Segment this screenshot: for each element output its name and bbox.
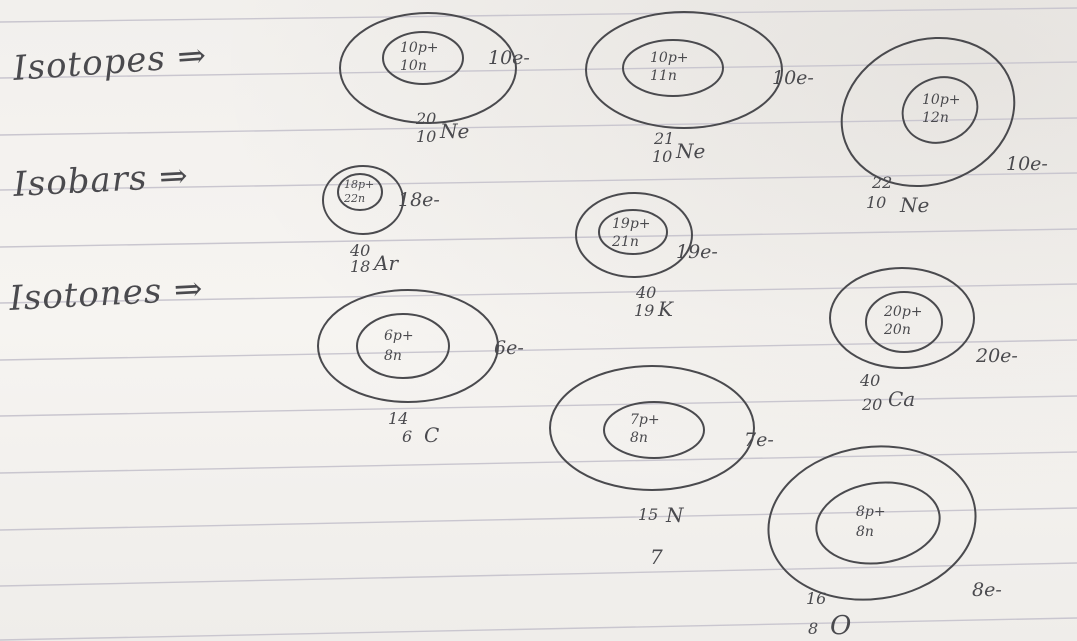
- electron-count: 6e-: [494, 337, 524, 359]
- nucleus-protons: 6p+: [384, 328, 414, 344]
- mass-number: 21: [653, 129, 674, 148]
- electron-shell: [767, 445, 977, 601]
- nucleus-protons: 7p+: [630, 412, 660, 428]
- nucleus-outline: [598, 209, 668, 255]
- nucleus-outline: [622, 39, 724, 97]
- nucleus-neutrons: 10n: [400, 58, 427, 74]
- nucleus-protons: 20p+: [883, 304, 923, 320]
- nucleus-neutrons: 12n: [922, 110, 949, 126]
- nucleus-outline: [356, 313, 450, 379]
- atom-ar-40: 18p+ 22n 18e- 40 18 Ar: [322, 165, 440, 276]
- atomic-number: 7: [650, 545, 663, 569]
- electron-shell: [549, 365, 755, 491]
- atomic-number: 10: [652, 147, 672, 166]
- heading-isotones: Isotones ⇒: [7, 269, 204, 319]
- mass-number: 14: [388, 409, 408, 428]
- nucleus-protons: 10p+: [400, 40, 439, 56]
- element-symbol: Ar: [372, 251, 399, 275]
- nucleus-neutrons: 22n: [343, 192, 365, 205]
- nucleus-protons: 10p+: [650, 50, 689, 66]
- electron-shell: [322, 165, 404, 235]
- nucleus-outline: [382, 31, 464, 85]
- mass-number: 40: [349, 241, 370, 260]
- nucleus-protons: 8p+: [856, 504, 886, 520]
- nucleus-protons: 19p+: [612, 216, 651, 232]
- element-symbol: Ca: [888, 387, 915, 411]
- element-symbol: Ne: [899, 193, 929, 217]
- electron-count: 10e-: [772, 67, 814, 89]
- element-symbol: O: [830, 611, 851, 641]
- mass-number: 15: [638, 505, 658, 524]
- atom-c-14: 6p+ 8n 6e- 14 6 C: [317, 289, 524, 447]
- atomic-number: 19: [634, 301, 654, 320]
- atom-ne-22: 10p+ 12n 10e- 22 10 Ne: [840, 36, 1048, 217]
- atom-ne-20: 10p+ 10n 10e- 20 10 Ne: [339, 12, 530, 146]
- nucleus-neutrons: 8n: [384, 348, 402, 364]
- mass-number: 20: [415, 109, 436, 128]
- atom-n-15: 7p+ 8n 7e- 15 7 N: [549, 365, 774, 569]
- mass-number: 40: [859, 371, 880, 390]
- atomic-number: 20: [861, 395, 882, 414]
- atomic-number: 8: [808, 619, 818, 638]
- element-symbol: K: [657, 297, 674, 321]
- element-symbol: Ne: [439, 119, 469, 143]
- nucleus-outline: [603, 401, 705, 459]
- atomic-number: 10: [866, 193, 886, 212]
- nucleus-outline: [337, 173, 383, 211]
- electron-shell: [317, 289, 499, 403]
- nucleus-neutrons: 20n: [883, 322, 911, 338]
- heading-isobars: Isobars ⇒: [11, 156, 189, 205]
- atomic-number: 18: [350, 257, 370, 276]
- nucleus-outline: [865, 291, 943, 353]
- atom-o-16: 8p+ 8n 8e- 16 8 O: [767, 445, 1002, 641]
- element-symbol: N: [665, 503, 685, 527]
- mass-number: 40: [635, 283, 656, 302]
- nucleus-neutrons: 11n: [650, 68, 677, 84]
- electron-count: 19e-: [676, 241, 718, 263]
- nucleus-outline: [901, 76, 979, 144]
- atomic-number: 6: [402, 427, 412, 446]
- electron-count: 20e-: [975, 345, 1018, 367]
- atom-k-40: 19p+ 21n 19e- 40 19 K: [575, 192, 718, 321]
- nucleus-neutrons: 8n: [630, 430, 648, 446]
- electron-count: 18e-: [398, 189, 440, 211]
- mass-number: 16: [806, 589, 826, 608]
- element-symbol: Ne: [675, 139, 705, 163]
- atom-ne-21: 10p+ 11n 10e- 21 10 Ne: [585, 11, 814, 166]
- mass-number: 22: [871, 173, 892, 192]
- electron-count: 8e-: [972, 579, 1002, 601]
- electron-shell: [829, 267, 975, 369]
- electron-shell: [840, 36, 1016, 188]
- electron-count: 10e-: [1006, 153, 1048, 175]
- electron-shell: [575, 192, 693, 278]
- electron-count: 10e-: [488, 47, 530, 69]
- nucleus-protons: 10p+: [922, 92, 961, 108]
- nucleus-neutrons: 8n: [856, 524, 874, 540]
- element-symbol: C: [424, 423, 439, 447]
- heading-isotopes: Isotopes ⇒: [11, 36, 208, 90]
- electron-count: 7e-: [744, 429, 774, 451]
- nucleus-outline: [815, 481, 941, 565]
- atom-ca-40: 20p+ 20n 20e- 40 20 Ca: [829, 267, 1018, 414]
- electron-shell: [585, 11, 783, 129]
- electron-shell: [339, 12, 517, 124]
- nucleus-neutrons: 21n: [611, 234, 639, 250]
- atomic-number: 10: [416, 127, 436, 146]
- nucleus-protons: 18p+: [344, 178, 374, 191]
